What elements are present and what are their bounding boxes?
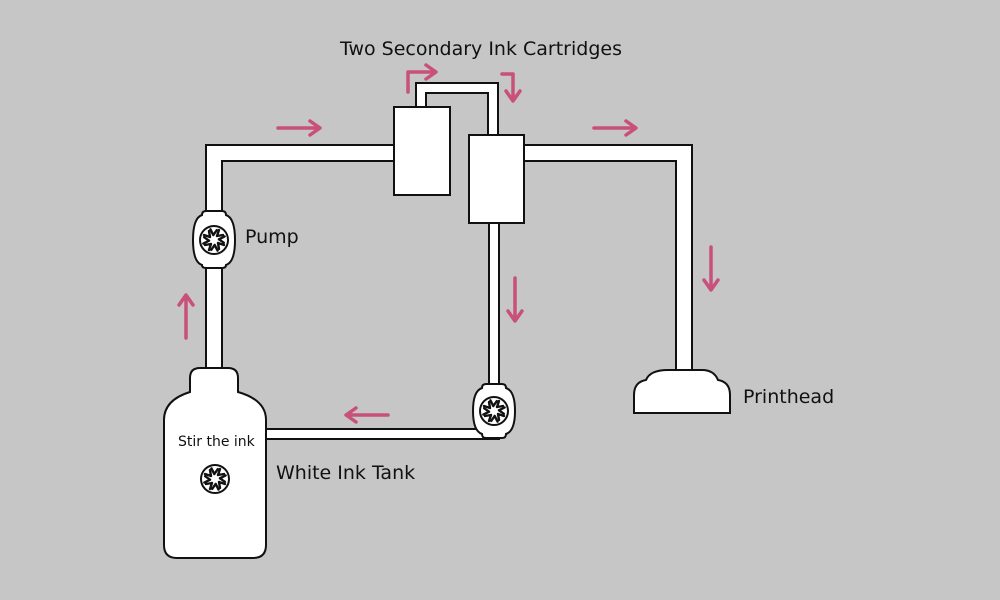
- flow-arrow-icon: [276, 119, 322, 137]
- flow-arrow-icon: [592, 119, 638, 137]
- printhead-label: Printhead: [743, 386, 835, 408]
- white-ink-tank: [163, 367, 267, 559]
- diagram-title: Two Secondary Ink Cartridges: [340, 38, 622, 60]
- stirrer-impeller-icon: [199, 463, 231, 495]
- flow-arrows: [177, 63, 720, 424]
- flow-arrow-icon: [406, 63, 438, 94]
- pump-bottom: [471, 383, 517, 439]
- tank-label: White Ink Tank: [276, 462, 416, 484]
- flow-arrow-icon: [506, 276, 524, 323]
- secondary-cartridge-1: [393, 106, 451, 196]
- flow-arrow-icon: [702, 245, 720, 292]
- flow-arrow-icon: [177, 293, 195, 340]
- tube-return-to-tank: [262, 224, 500, 440]
- tube-cartridge-to-printhead: [523, 144, 693, 372]
- printhead: [633, 369, 731, 414]
- pump-impeller-icon: [478, 395, 510, 427]
- pump-top: [191, 210, 237, 269]
- flow-arrow-icon: [344, 406, 390, 424]
- pump-impeller-icon: [198, 224, 230, 256]
- secondary-cartridge-2: [468, 134, 525, 224]
- stir-label: Stir the ink: [178, 434, 255, 450]
- pump-label: Pump: [245, 226, 299, 248]
- tube-tank-to-cartridge: [205, 144, 395, 390]
- flow-arrow-icon: [500, 72, 522, 103]
